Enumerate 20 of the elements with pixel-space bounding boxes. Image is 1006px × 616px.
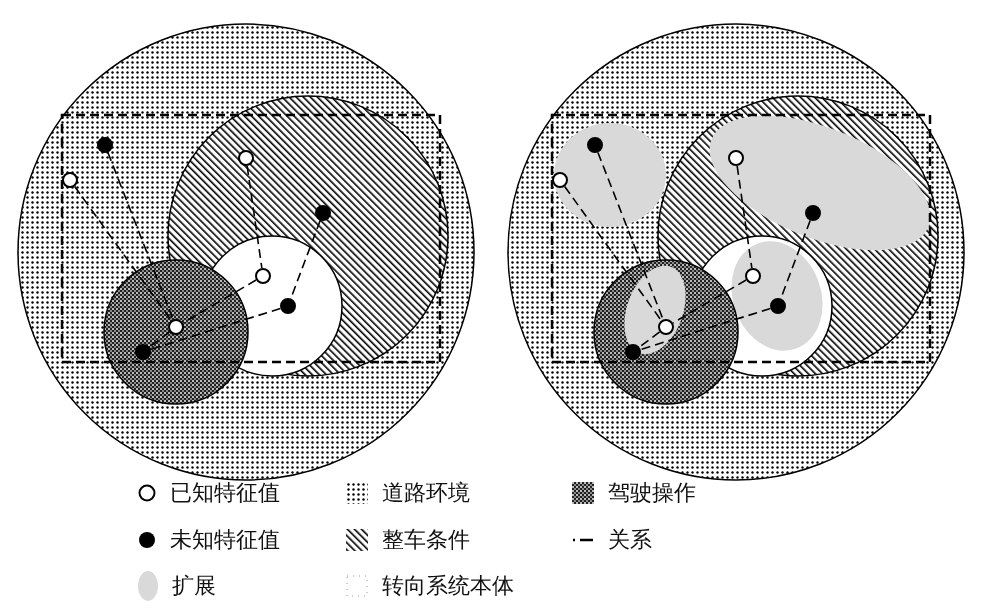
relation-line xyxy=(597,151,664,321)
relation-line xyxy=(148,331,171,348)
legend-label: 道路环境 xyxy=(382,479,470,507)
legend-label: 未知特征值 xyxy=(170,526,280,554)
relation-line xyxy=(563,185,663,322)
relation-line xyxy=(107,151,174,321)
relation-line xyxy=(639,307,772,351)
relation-line xyxy=(672,279,747,324)
relation-line xyxy=(736,165,753,269)
legend-label: 驾驶操作 xyxy=(608,479,696,507)
legend-label: 已知特征值 xyxy=(170,479,280,507)
relation-line xyxy=(182,279,257,324)
legend-label: 整车条件 xyxy=(382,526,470,554)
relation-line xyxy=(149,307,282,351)
relation-line xyxy=(638,331,661,348)
relation-line xyxy=(73,185,173,322)
relation-line xyxy=(246,165,263,269)
legend-label: 转向系统本体 xyxy=(382,572,514,600)
legend-label: 关系 xyxy=(608,526,652,554)
legend-label: 扩展 xyxy=(172,572,216,600)
